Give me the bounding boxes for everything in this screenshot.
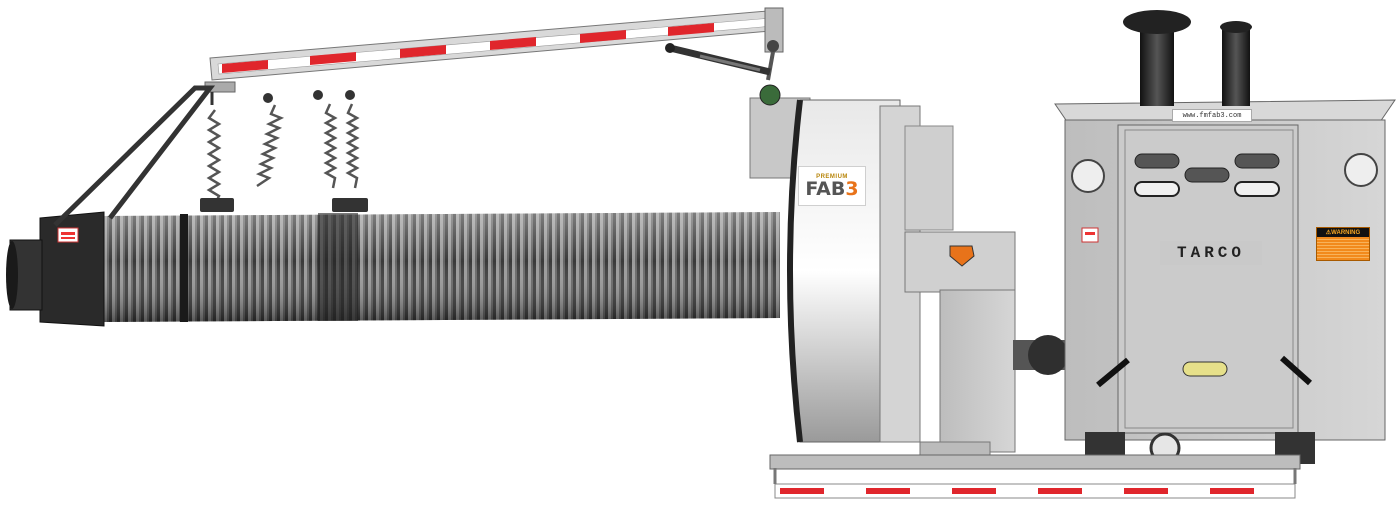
premium-fab3-logo: PREMIUM FAB3 [798,166,866,206]
base-frame [769,454,1301,499]
warning-label-body [1317,237,1369,260]
spring-hangers [206,103,360,205]
logo-small-text: PREMIUM [816,174,848,180]
hose-clamps [200,90,368,212]
fan-housing [749,84,1068,457]
warning-label: ⚠WARNING [1316,227,1370,261]
tarco-brand-plate: TARCO [1160,241,1262,265]
boom-arm [204,7,784,105]
decals [949,227,1099,267]
suction-hose [6,85,780,327]
logo-text: FAB3 [805,178,859,200]
website-decal: www.fmfab3.com [1172,109,1252,122]
warning-label-text: ⚠WARNING [1317,228,1369,237]
